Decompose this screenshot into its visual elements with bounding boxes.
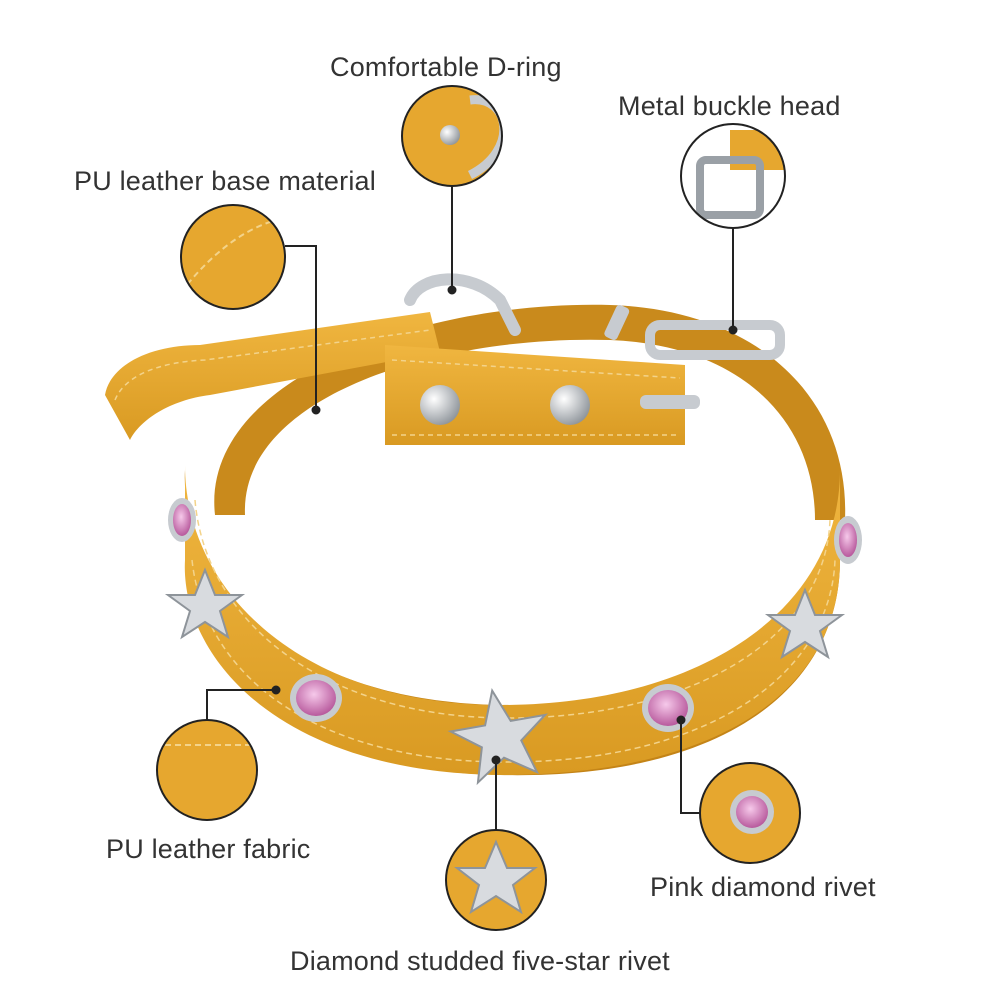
label-star-rivet: Diamond studded five-star rivet — [290, 946, 670, 976]
label-d-ring: Comfortable D-ring — [330, 52, 562, 82]
star-rivets — [164, 567, 846, 786]
zoom-circles — [156, 85, 801, 931]
zoom-gem — [700, 763, 800, 863]
label-buckle: Metal buckle head — [618, 91, 841, 121]
label-fabric: PU leather fabric — [106, 834, 311, 864]
zoom-d-ring — [402, 86, 502, 186]
zoom-star — [446, 830, 546, 930]
callout-lines — [206, 186, 738, 830]
strap-tail — [105, 312, 440, 440]
keeper-flap — [385, 345, 685, 445]
zoom-fabric — [157, 720, 257, 820]
label-pink-rivet: Pink diamond rivet — [650, 872, 876, 902]
label-base-material: PU leather base material — [74, 166, 376, 196]
zoom-buckle — [681, 124, 785, 228]
buckle-hardware — [604, 304, 785, 409]
zoom-base-material — [181, 205, 285, 309]
